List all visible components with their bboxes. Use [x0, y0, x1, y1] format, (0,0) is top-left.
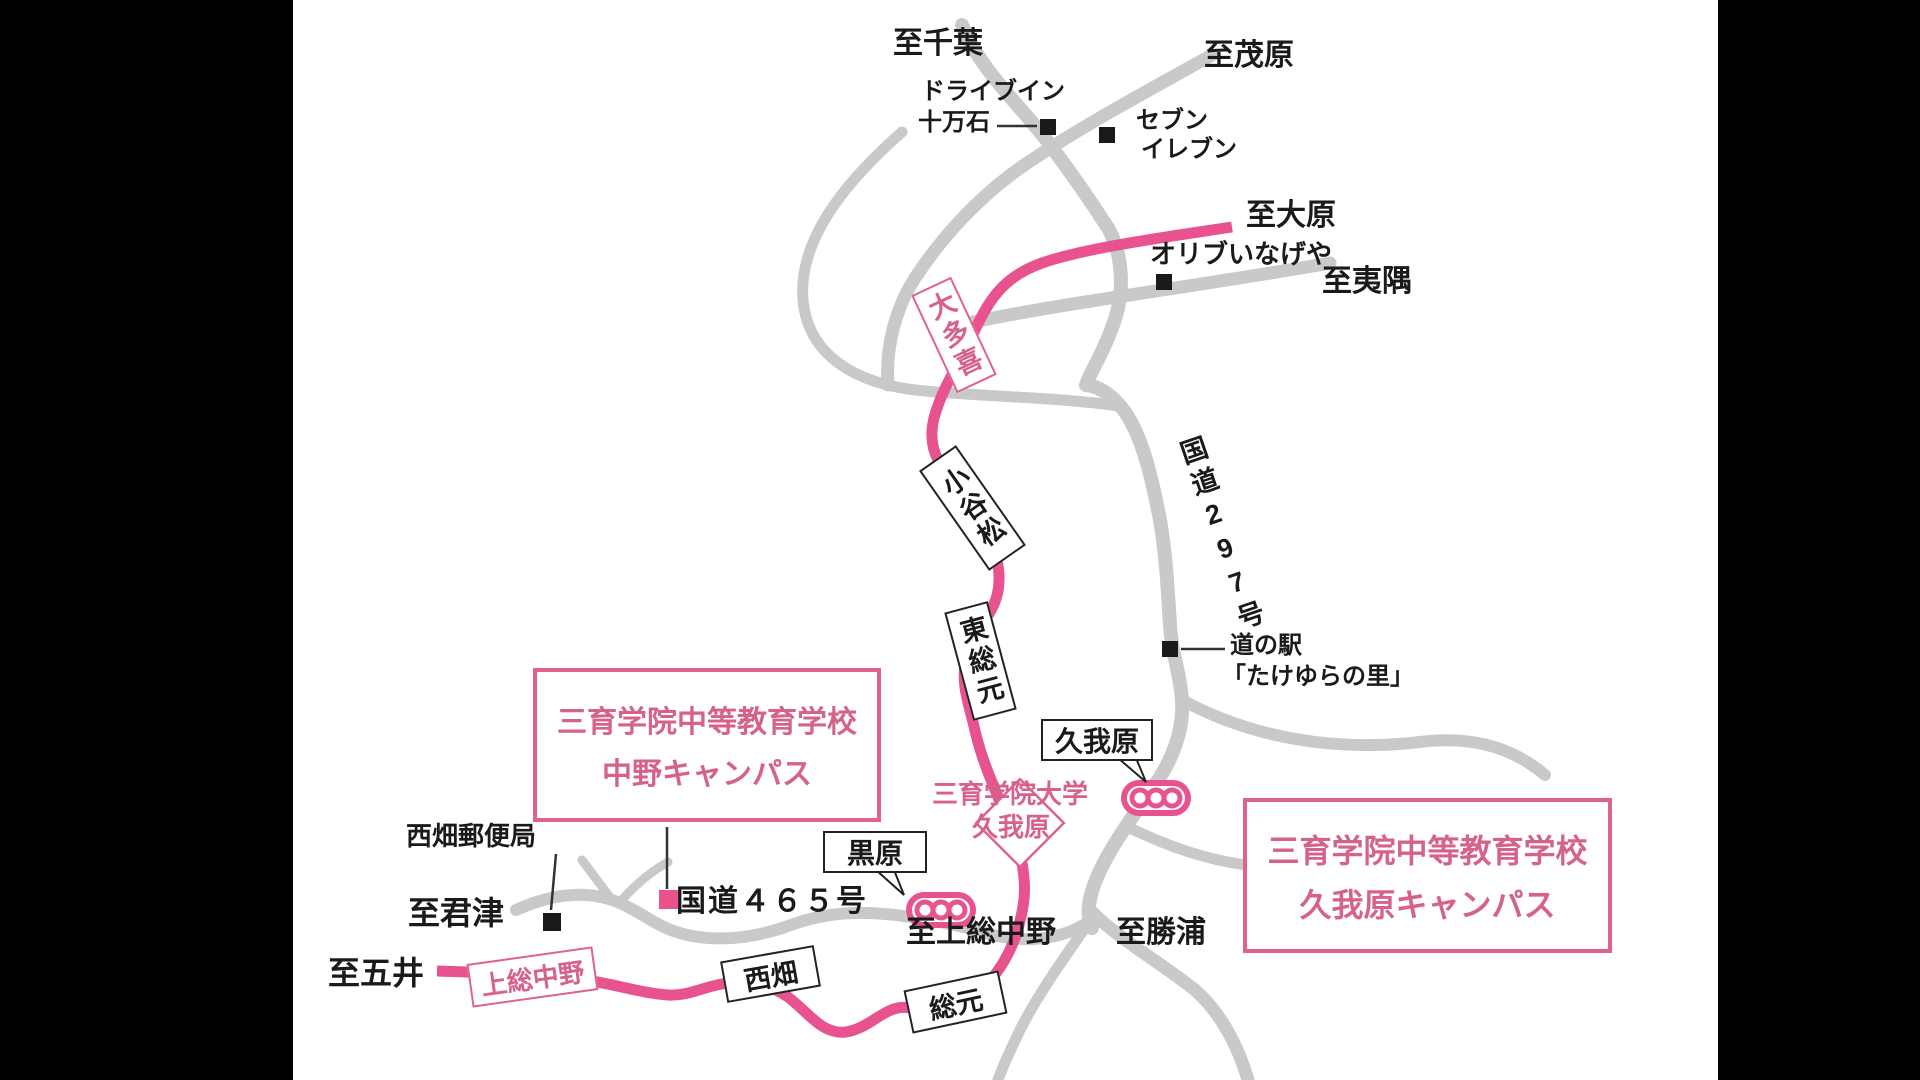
road-spur-northeast — [615, 857, 673, 907]
road-south-branch — [992, 912, 1098, 1080]
label-to-goi: 至五井 — [328, 955, 425, 991]
label-university-line1: 三育学院大学 — [932, 779, 1089, 809]
label-to-kimitsu: 至君津 — [408, 895, 505, 931]
label-michinoeki-line1: 道の駅 — [1230, 632, 1302, 659]
poi-marker-jumangoku — [1040, 119, 1056, 135]
label-drivein-line1: ドライブイン — [921, 78, 1065, 105]
label-michinoeki-line2: 「たけゆらの里」 — [1222, 663, 1414, 690]
station-symbol-kugahara — [1121, 780, 1191, 816]
label-olive-inageya: オリブいなげや — [1150, 239, 1333, 269]
road-east-upper — [1176, 694, 1551, 781]
road-katsuura-branch — [1085, 905, 1255, 1080]
station-symbol-kurohara — [906, 892, 976, 928]
poi-marker-olive-inageya — [1156, 274, 1172, 290]
label-post-office: 西畑郵便局 — [406, 821, 537, 851]
campus-nakano-line1: 三育学院中等教育学校 — [557, 706, 857, 739]
road-mobara — [881, 48, 1219, 392]
station-box-kugahara: 久我原 — [1041, 719, 1153, 761]
poi-marker-post-office — [543, 913, 561, 931]
road-east-branch — [1124, 822, 1261, 872]
label-route-465: 国道４６５号 — [676, 885, 868, 918]
label-to-isumi: 至夷隅 — [1322, 265, 1412, 298]
label-university-line2: 久我原 — [972, 812, 1051, 842]
road-interchange-loop — [797, 126, 1124, 412]
label-to-chiba: 至千葉 — [893, 27, 983, 60]
poi-marker-seven-eleven — [1099, 127, 1115, 143]
label-to-kazusa-nakano: 至上総中野 — [906, 916, 1056, 949]
university-station-diamond — [974, 777, 1066, 869]
label-seven-line1: セブン — [1136, 107, 1208, 134]
campus-nakano-line2: 中野キャンパス — [602, 758, 812, 791]
campus-box-kugahara: 三育学院中等教育学校 久我原キャンパス — [1243, 798, 1612, 953]
station-box-kurohara: 黒原 — [823, 831, 927, 873]
label-to-katsuura: 至勝浦 — [1116, 916, 1206, 949]
road-spur-northwest — [577, 855, 617, 905]
label-drivein-line2: 十万石 — [918, 109, 990, 136]
campus-box-nakano: 三育学院中等教育学校 中野キャンパス — [533, 668, 881, 822]
label-to-mobara: 至茂原 — [1204, 39, 1294, 72]
poi-marker-michinoeki — [1162, 641, 1178, 657]
campus-marker-nakano — [659, 890, 678, 909]
label-seven-line2: イレブン — [1141, 136, 1237, 163]
campus-kugahara-line2: 久我原キャンパス — [1299, 886, 1556, 923]
label-to-ohara: 至大原 — [1246, 199, 1336, 232]
campus-kugahara-line1: 三育学院中等教育学校 — [1267, 832, 1588, 869]
leader-line-post-office — [549, 853, 558, 911]
